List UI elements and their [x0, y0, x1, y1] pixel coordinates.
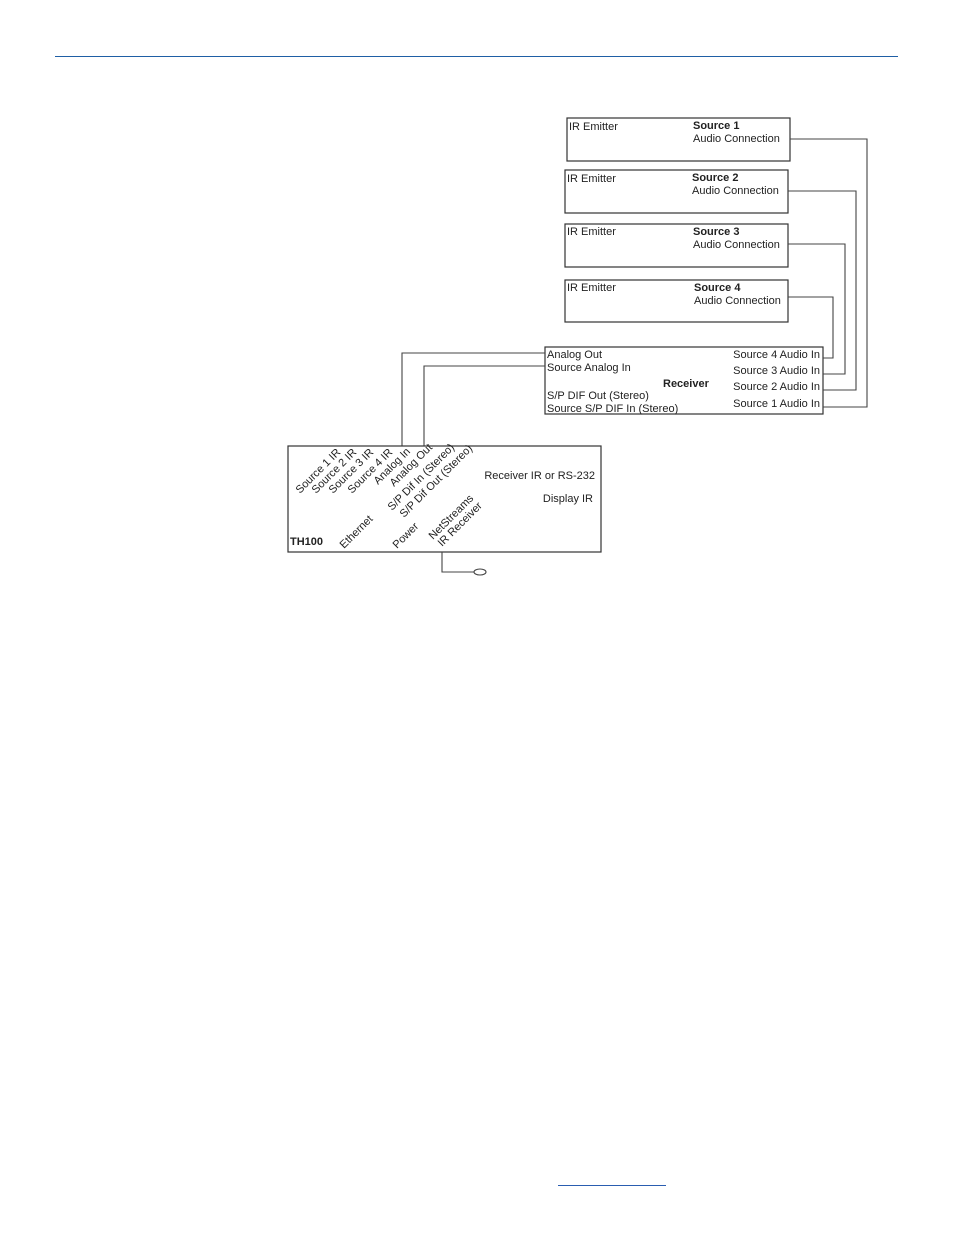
footer-link-underline [558, 1185, 666, 1186]
wire-analog-out [401, 352, 545, 446]
source-1-subtitle: Audio Connection [693, 133, 780, 145]
th100-label-receiver-ir: Receiver IR or RS-232 [484, 470, 595, 482]
source-3-emitter-label: IR Emitter [567, 226, 616, 238]
receiver-port-source-1-audio-in: Source 1 Audio In [733, 398, 820, 410]
receiver-port-spdif-out: S/P DIF Out (Stereo) [547, 390, 649, 402]
source-4-emitter-label: IR Emitter [567, 282, 616, 294]
receiver-port-analog-out: Analog Out [547, 349, 602, 361]
source-box-4: IR Emitter Source 4 Audio Connection [564, 279, 789, 323]
wire-source-3-audio [788, 243, 846, 375]
source-3-subtitle: Audio Connection [693, 239, 780, 251]
source-1-title: Source 1 [693, 120, 739, 132]
wire-source-2-audio [788, 190, 857, 391]
source-4-subtitle: Audio Connection [694, 295, 781, 307]
receiver-port-source-analog-in: Source Analog In [547, 362, 631, 374]
receiver-title: Receiver [663, 378, 710, 390]
header-rule [55, 56, 898, 57]
receiver-port-source-2-audio-in: Source 2 Audio In [733, 381, 820, 393]
th100-label-display-ir: Display IR [543, 493, 593, 505]
source-2-subtitle: Audio Connection [692, 185, 779, 197]
receiver-port-source-4-audio-in: Source 4 Audio In [733, 349, 820, 361]
wire-source-4-audio [788, 296, 834, 359]
ir-receiver-icon [473, 568, 487, 576]
source-box-1: IR Emitter Source 1 Audio Connection [566, 117, 791, 162]
source-2-title: Source 2 [692, 172, 738, 184]
receiver-port-source-3-audio-in: Source 3 Audio In [733, 365, 820, 377]
source-3-title: Source 3 [693, 226, 739, 238]
source-box-3: IR Emitter Source 3 Audio Connection [564, 223, 789, 268]
source-4-title: Source 4 [694, 282, 741, 294]
source-1-emitter-label: IR Emitter [569, 121, 618, 133]
wire-analog-in [423, 365, 545, 446]
wire-source-1-audio [790, 138, 868, 408]
source-box-2: IR Emitter Source 2 Audio Connection [564, 169, 789, 214]
receiver-box: Analog Out Source Analog In S/P DIF Out … [544, 346, 824, 415]
receiver-port-source-spdif-in: Source S/P DIF In (Stereo) [547, 403, 678, 415]
th100-title: TH100 [290, 536, 323, 548]
source-2-emitter-label: IR Emitter [567, 173, 616, 185]
ir-receiver-cable [441, 552, 474, 573]
th100-box: TH100 Source 1 IR Source 2 IR Source 3 I… [287, 442, 602, 553]
